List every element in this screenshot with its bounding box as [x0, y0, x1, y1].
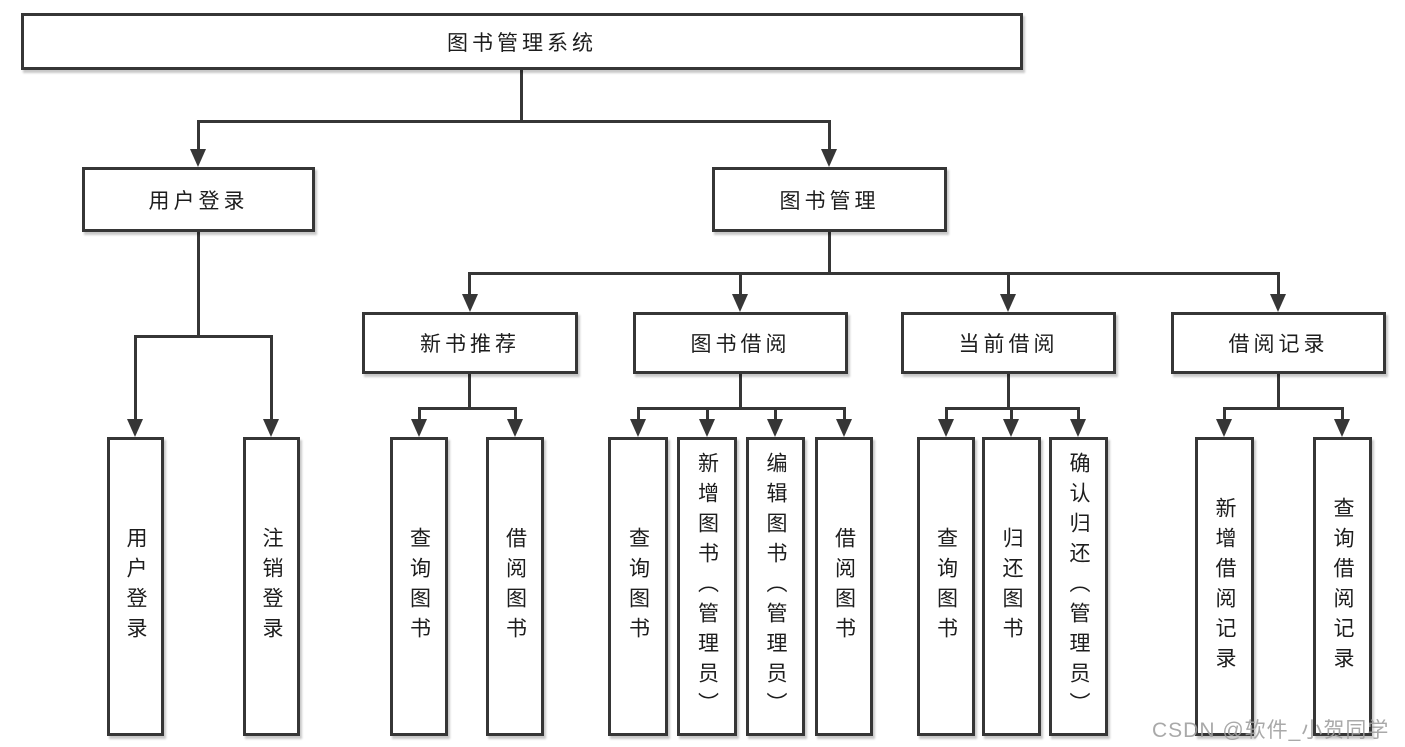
arrow-down-icon: [767, 419, 783, 437]
connector-line: [418, 407, 517, 410]
connector-line: [739, 374, 742, 407]
leaf-user-login: 用户登录: [107, 437, 164, 736]
node-current-borrowing: 当前借阅: [901, 312, 1116, 374]
arrow-down-icon: [263, 419, 279, 437]
leaf-label: 归还图书: [1000, 526, 1023, 647]
node-book-borrowing: 图书借阅: [633, 312, 848, 374]
leaf-borrow-books-recommend: 借阅图书: [486, 437, 544, 736]
arrow-down-icon: [821, 149, 837, 167]
leaf-logout: 注销登录: [243, 437, 300, 736]
leaf-label: 新增借阅记录: [1213, 496, 1236, 677]
node-borrowing-records: 借阅记录: [1171, 312, 1386, 374]
leaf-label: 查询图书: [407, 526, 431, 647]
connector-line: [520, 70, 523, 120]
arrow-down-icon: [938, 419, 954, 437]
arrow-down-icon: [836, 419, 852, 437]
arrow-down-icon: [190, 149, 206, 167]
connector-line: [134, 335, 273, 338]
arrow-down-icon: [1270, 294, 1286, 312]
csdn-watermark: CSDN @软件_小贺同学: [1152, 719, 1390, 742]
leaf-add-books-admin: 新增图书（管理员）: [677, 437, 737, 736]
connector-line: [1007, 272, 1010, 294]
leaf-label: 注销登录: [260, 526, 283, 647]
leaf-query-borrow-record: 查询借阅记录: [1313, 437, 1372, 736]
arrow-down-icon: [630, 419, 646, 437]
arrow-down-icon: [1070, 419, 1086, 437]
arrow-down-icon: [127, 419, 143, 437]
node-root: 图书管理系统: [21, 13, 1023, 70]
connector-line: [197, 120, 831, 123]
connector-line: [468, 374, 471, 407]
connector-line: [514, 407, 517, 419]
leaf-query-books-borrowing: 查询图书: [608, 437, 668, 736]
connector-line: [706, 407, 709, 419]
leaf-label: 编辑图书（管理员）: [764, 451, 787, 722]
leaf-label: 用户登录: [124, 526, 147, 647]
connector-line: [828, 232, 831, 272]
node-user-login: 用户登录: [82, 167, 315, 232]
connector-line: [1341, 407, 1344, 419]
leaf-confirm-return-admin: 确认归还（管理员）: [1049, 437, 1108, 736]
arrow-down-icon: [462, 294, 478, 312]
connector-line: [945, 407, 948, 419]
leaf-label: 查询图书: [934, 526, 958, 647]
leaf-label: 借阅图书: [503, 526, 527, 647]
connector-line: [774, 407, 777, 419]
connector-line: [468, 272, 1280, 275]
leaf-label: 确认归还（管理员）: [1067, 451, 1090, 722]
leaf-label: 新增图书（管理员）: [695, 451, 719, 722]
node-book-management: 图书管理: [712, 167, 947, 232]
leaf-add-borrow-record: 新增借阅记录: [1195, 437, 1254, 736]
arrow-down-icon: [1000, 294, 1016, 312]
connector-line: [1223, 407, 1226, 419]
node-new-book-recommend: 新书推荐: [362, 312, 578, 374]
leaf-edit-books-admin: 编辑图书（管理员）: [746, 437, 805, 736]
arrow-down-icon: [1003, 419, 1019, 437]
connector-line: [134, 335, 137, 419]
leaf-query-books-recommend: 查询图书: [390, 437, 448, 736]
arrow-down-icon: [411, 419, 427, 437]
leaf-label: 查询借阅记录: [1331, 496, 1354, 677]
connector-line: [197, 232, 200, 335]
connector-line: [637, 407, 846, 410]
arrow-down-icon: [699, 419, 715, 437]
connector-line: [1277, 272, 1280, 294]
arrow-down-icon: [1216, 419, 1232, 437]
connector-line: [739, 272, 742, 294]
connector-line: [828, 120, 831, 149]
connector-line: [197, 120, 200, 149]
leaf-label: 查询图书: [626, 526, 650, 647]
connector-line: [1077, 407, 1080, 419]
leaf-borrow-books: 借阅图书: [815, 437, 873, 736]
arrow-down-icon: [1334, 419, 1350, 437]
arrow-down-icon: [732, 294, 748, 312]
connector-line: [1010, 407, 1013, 419]
connector-line: [468, 272, 471, 294]
connector-line: [1007, 374, 1010, 407]
connector-line: [270, 335, 273, 419]
connector-line: [418, 407, 421, 419]
leaf-return-books: 归还图书: [982, 437, 1041, 736]
connector-line: [1223, 407, 1344, 410]
connector-line: [637, 407, 640, 419]
arrow-down-icon: [507, 419, 523, 437]
connector-line: [1277, 374, 1280, 407]
connector-line: [843, 407, 846, 419]
leaf-label: 借阅图书: [832, 526, 856, 647]
leaf-query-books-current: 查询图书: [917, 437, 975, 736]
